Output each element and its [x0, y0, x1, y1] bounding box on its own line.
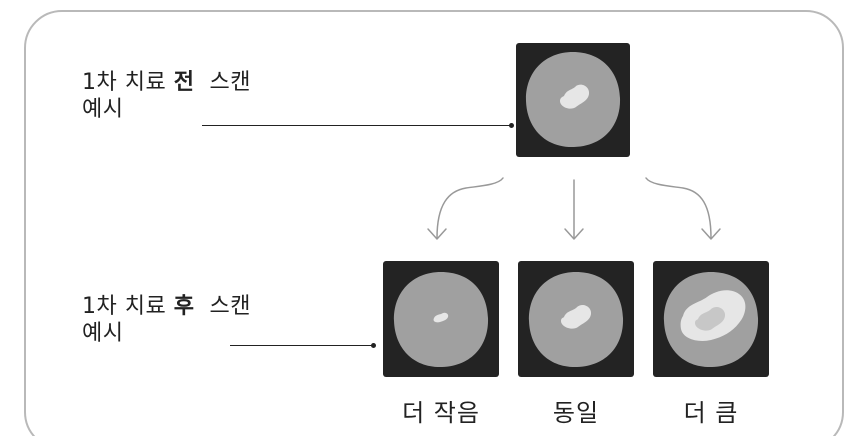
tumor-shape — [560, 84, 590, 109]
leader-line-after — [230, 345, 373, 346]
caption-smaller: 더 작음 — [402, 399, 480, 427]
caption-larger: 더 큼 — [683, 399, 739, 427]
arrow-to-smaller — [436, 177, 504, 239]
tumor-inner-shape — [695, 306, 726, 331]
label-before-scan: 1차 치료 전 스캔 예시 — [82, 70, 251, 122]
arrow-head-smaller — [427, 228, 447, 240]
caption-same: 동일 — [552, 399, 600, 427]
leader-line-before — [202, 125, 511, 126]
scan-before — [516, 43, 630, 157]
arrow-head-larger — [701, 228, 721, 240]
label-after-scan: 1차 치료 후 스캔 예시 — [82, 294, 251, 346]
tumor-shape — [433, 312, 449, 323]
arrow-to-larger — [645, 177, 712, 239]
leader-dot-before — [509, 123, 514, 128]
scan-after-larger — [653, 261, 769, 377]
scan-after-same — [518, 261, 634, 377]
arrow-head-same — [564, 228, 584, 240]
leader-dot-after — [371, 343, 376, 348]
tumor-shape — [561, 304, 592, 329]
scan-after-smaller — [383, 261, 499, 377]
